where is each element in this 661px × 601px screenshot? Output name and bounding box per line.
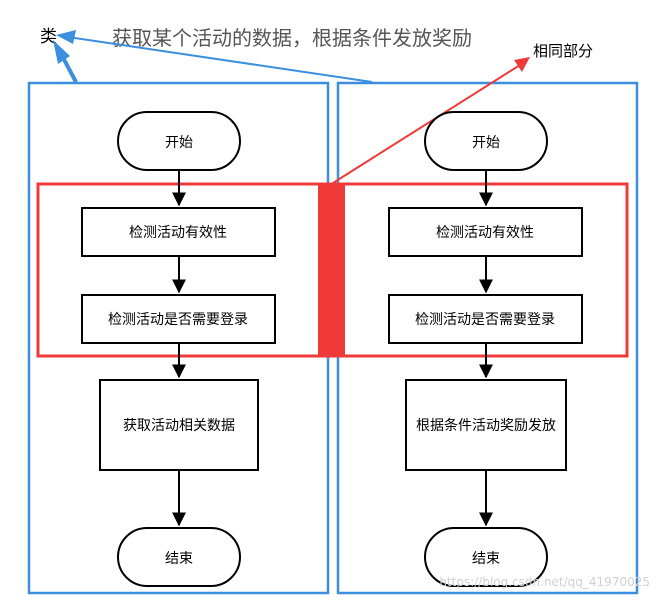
- right-end-label: 结束: [472, 551, 500, 567]
- right-step2-label: 检测活动是否需要登录: [415, 312, 555, 328]
- left-start-label: 开始: [165, 135, 193, 151]
- watermark-url: https://blog.csdn.net/qq_41970025: [439, 575, 650, 589]
- class-arrow-from-right-head: [56, 30, 76, 44]
- right-flow: 开始 检测活动有效性 检测活动是否需要登录 根据条件活动奖励发放 结束: [388, 111, 583, 587]
- left-end-node: [117, 527, 241, 587]
- class-arrow-from-left-head: [53, 40, 70, 64]
- left-step1-label: 检测活动有效性: [129, 225, 227, 241]
- common-part-arrow: [332, 57, 530, 184]
- right-end-node: [424, 527, 548, 587]
- left-end-label: 结束: [165, 551, 193, 567]
- right-step3-node: [405, 379, 567, 471]
- diagram-title: 获取某个活动的数据，根据条件发放奖励: [112, 26, 472, 50]
- right-step1-label: 检测活动有效性: [436, 225, 534, 241]
- common-part-divider: [318, 184, 345, 356]
- class-arrows: [53, 30, 373, 83]
- common-part-label: 相同部分: [533, 42, 593, 60]
- left-step3-label: 获取活动相关数据: [123, 418, 235, 434]
- right-step1-node: [388, 207, 583, 257]
- class-label: 类: [40, 27, 57, 47]
- right-start-label: 开始: [472, 135, 500, 151]
- class-arrow-from-right: [67, 36, 373, 83]
- left-step2-label: 检测活动是否需要登录: [108, 312, 248, 328]
- right-step3-label: 根据条件活动奖励发放: [416, 417, 556, 434]
- left-flow: 开始 检测活动有效性 检测活动是否需要登录 获取活动相关数据 结束: [81, 111, 276, 587]
- left-step3-node: [99, 379, 259, 471]
